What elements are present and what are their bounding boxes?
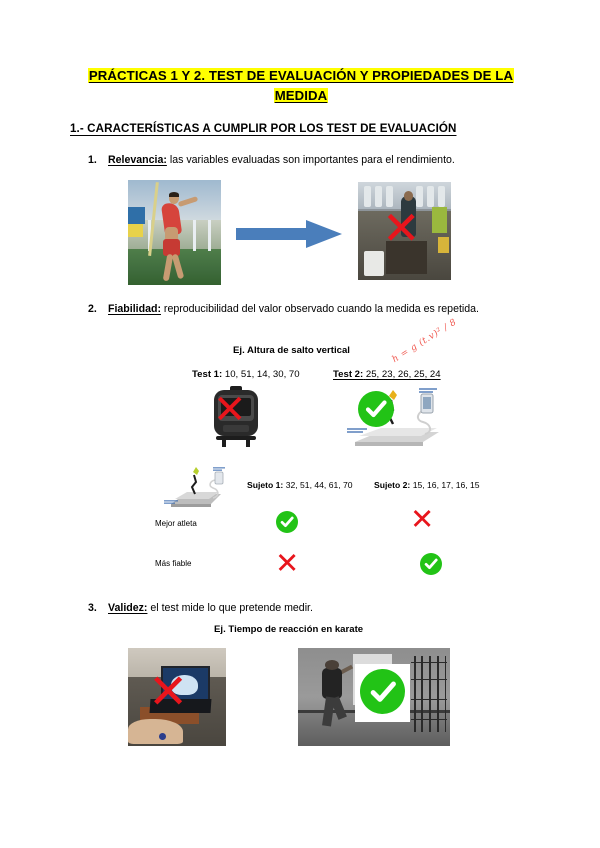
- subject-1-values: 32, 51, 44, 61, 70: [285, 480, 353, 490]
- check-mark-icon: [360, 669, 405, 714]
- handwritten-formula-note: h = g (t.v)² / 8: [390, 317, 459, 365]
- vertical-jump-example-caption: Ej. Altura de salto vertical: [233, 345, 350, 356]
- list-item: 2. Fiabilidad: reproducibilidad del valor…: [88, 302, 479, 316]
- right-arrow-icon: [236, 219, 344, 249]
- bike-workshop-photo: [358, 182, 451, 280]
- test-2-values: 25, 23, 26, 25, 24: [365, 369, 441, 380]
- subject-2-label: Sujeto 2:: [374, 480, 411, 490]
- stopwatch-icon: [210, 386, 262, 448]
- force-platform-icon: [163, 466, 235, 510]
- list-item: 3. Validez: el test mide lo que pretende …: [88, 601, 313, 615]
- javelin-thrower-photo: [128, 180, 221, 285]
- list-item-term: Fiabilidad:: [108, 303, 161, 315]
- list-item-term: Relevancia:: [108, 154, 167, 166]
- tablet-contact-mat-icon: [345, 386, 445, 448]
- subject-1-label: Sujeto 1:: [247, 480, 284, 490]
- check-mark-icon: [420, 553, 442, 575]
- list-item-text: las variables evaluadas son importantes …: [166, 154, 455, 166]
- cross-mark-icon: ✕: [275, 546, 300, 580]
- page-title: PRÁCTICAS 1 Y 2. TEST DE EVALUACIÓN Y PR…: [62, 66, 540, 106]
- list-item-text: reproducibilidad del valor observado cua…: [160, 303, 479, 315]
- test-1-row: Test 1: 10, 51, 14, 30, 70: [192, 369, 300, 380]
- check-mark-icon: [358, 391, 394, 427]
- list-item: 1. Relevancia: las variables evaluadas so…: [88, 153, 455, 167]
- matrix-row-label-more-reliable: Más fiable: [155, 559, 192, 568]
- subject-2-values: 15, 16, 17, 16, 15: [412, 480, 480, 490]
- subject-1-row: Sujeto 1: 32, 51, 44, 61, 70: [247, 480, 353, 490]
- test-2-row: Test 2: 25, 23, 26, 25, 24: [333, 369, 441, 380]
- list-item-number: 2.: [88, 303, 97, 315]
- cross-mark-icon: ✕: [213, 387, 247, 433]
- list-item-number: 1.: [88, 154, 97, 166]
- laptop-timing-photo: [128, 648, 226, 746]
- subject-2-row: Sujeto 2: 15, 16, 17, 16, 15: [374, 480, 480, 490]
- cross-mark-icon: ✕: [148, 664, 189, 720]
- list-item-term: Validez:: [108, 602, 148, 614]
- karate-example-caption: Ej. Tiempo de reacción en karate: [214, 624, 364, 635]
- check-mark-icon: [276, 511, 298, 533]
- matrix-row-label-best-athlete: Mejor atleta: [155, 519, 197, 528]
- list-item-text: el test mide lo que pretende medir.: [147, 602, 313, 614]
- page-title-line-1: PRÁCTICAS 1 Y 2. TEST DE EVALUACIÓN Y PR…: [87, 68, 515, 83]
- cross-mark-icon: ✕: [410, 502, 435, 536]
- page-title-line-2: MEDIDA: [273, 88, 329, 103]
- test-1-label: Test 1:: [192, 369, 223, 380]
- cross-mark-icon: ✕: [382, 201, 421, 255]
- list-item-number: 3.: [88, 602, 97, 614]
- test-2-label: Test 2:: [333, 369, 364, 380]
- section-heading: 1.- CARACTERÍSTICAS A CUMPLIR POR LOS TE…: [70, 122, 457, 135]
- test-1-values: 10, 51, 14, 30, 70: [224, 369, 300, 380]
